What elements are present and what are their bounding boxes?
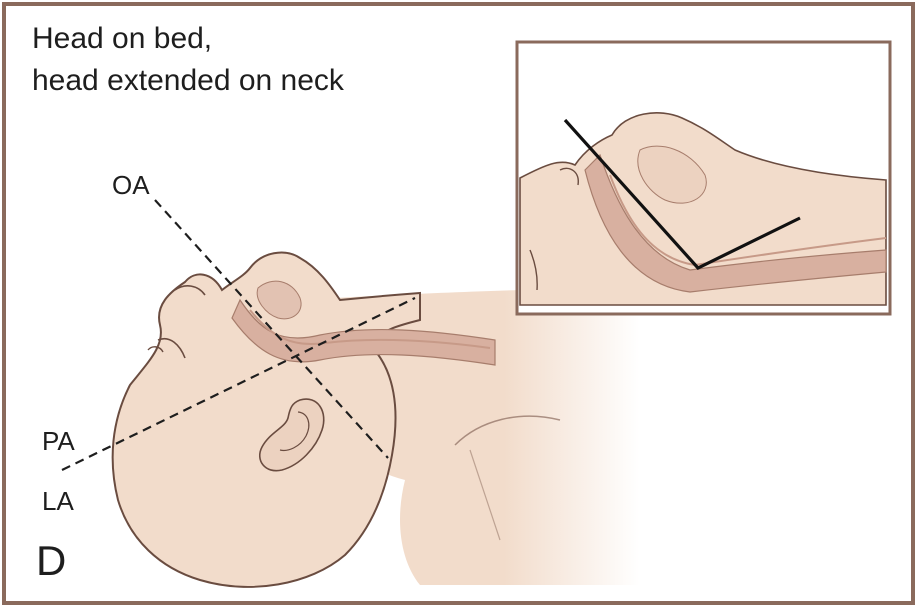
airway-axes-inset (517, 42, 890, 314)
la-label: LA (42, 486, 74, 516)
caption-line-2: head extended on neck (32, 64, 345, 97)
caption-line-1: Head on bed, (32, 22, 212, 55)
pa-label: PA (42, 426, 75, 456)
oa-label: OA (112, 170, 150, 200)
panel-letter: D (36, 537, 66, 584)
